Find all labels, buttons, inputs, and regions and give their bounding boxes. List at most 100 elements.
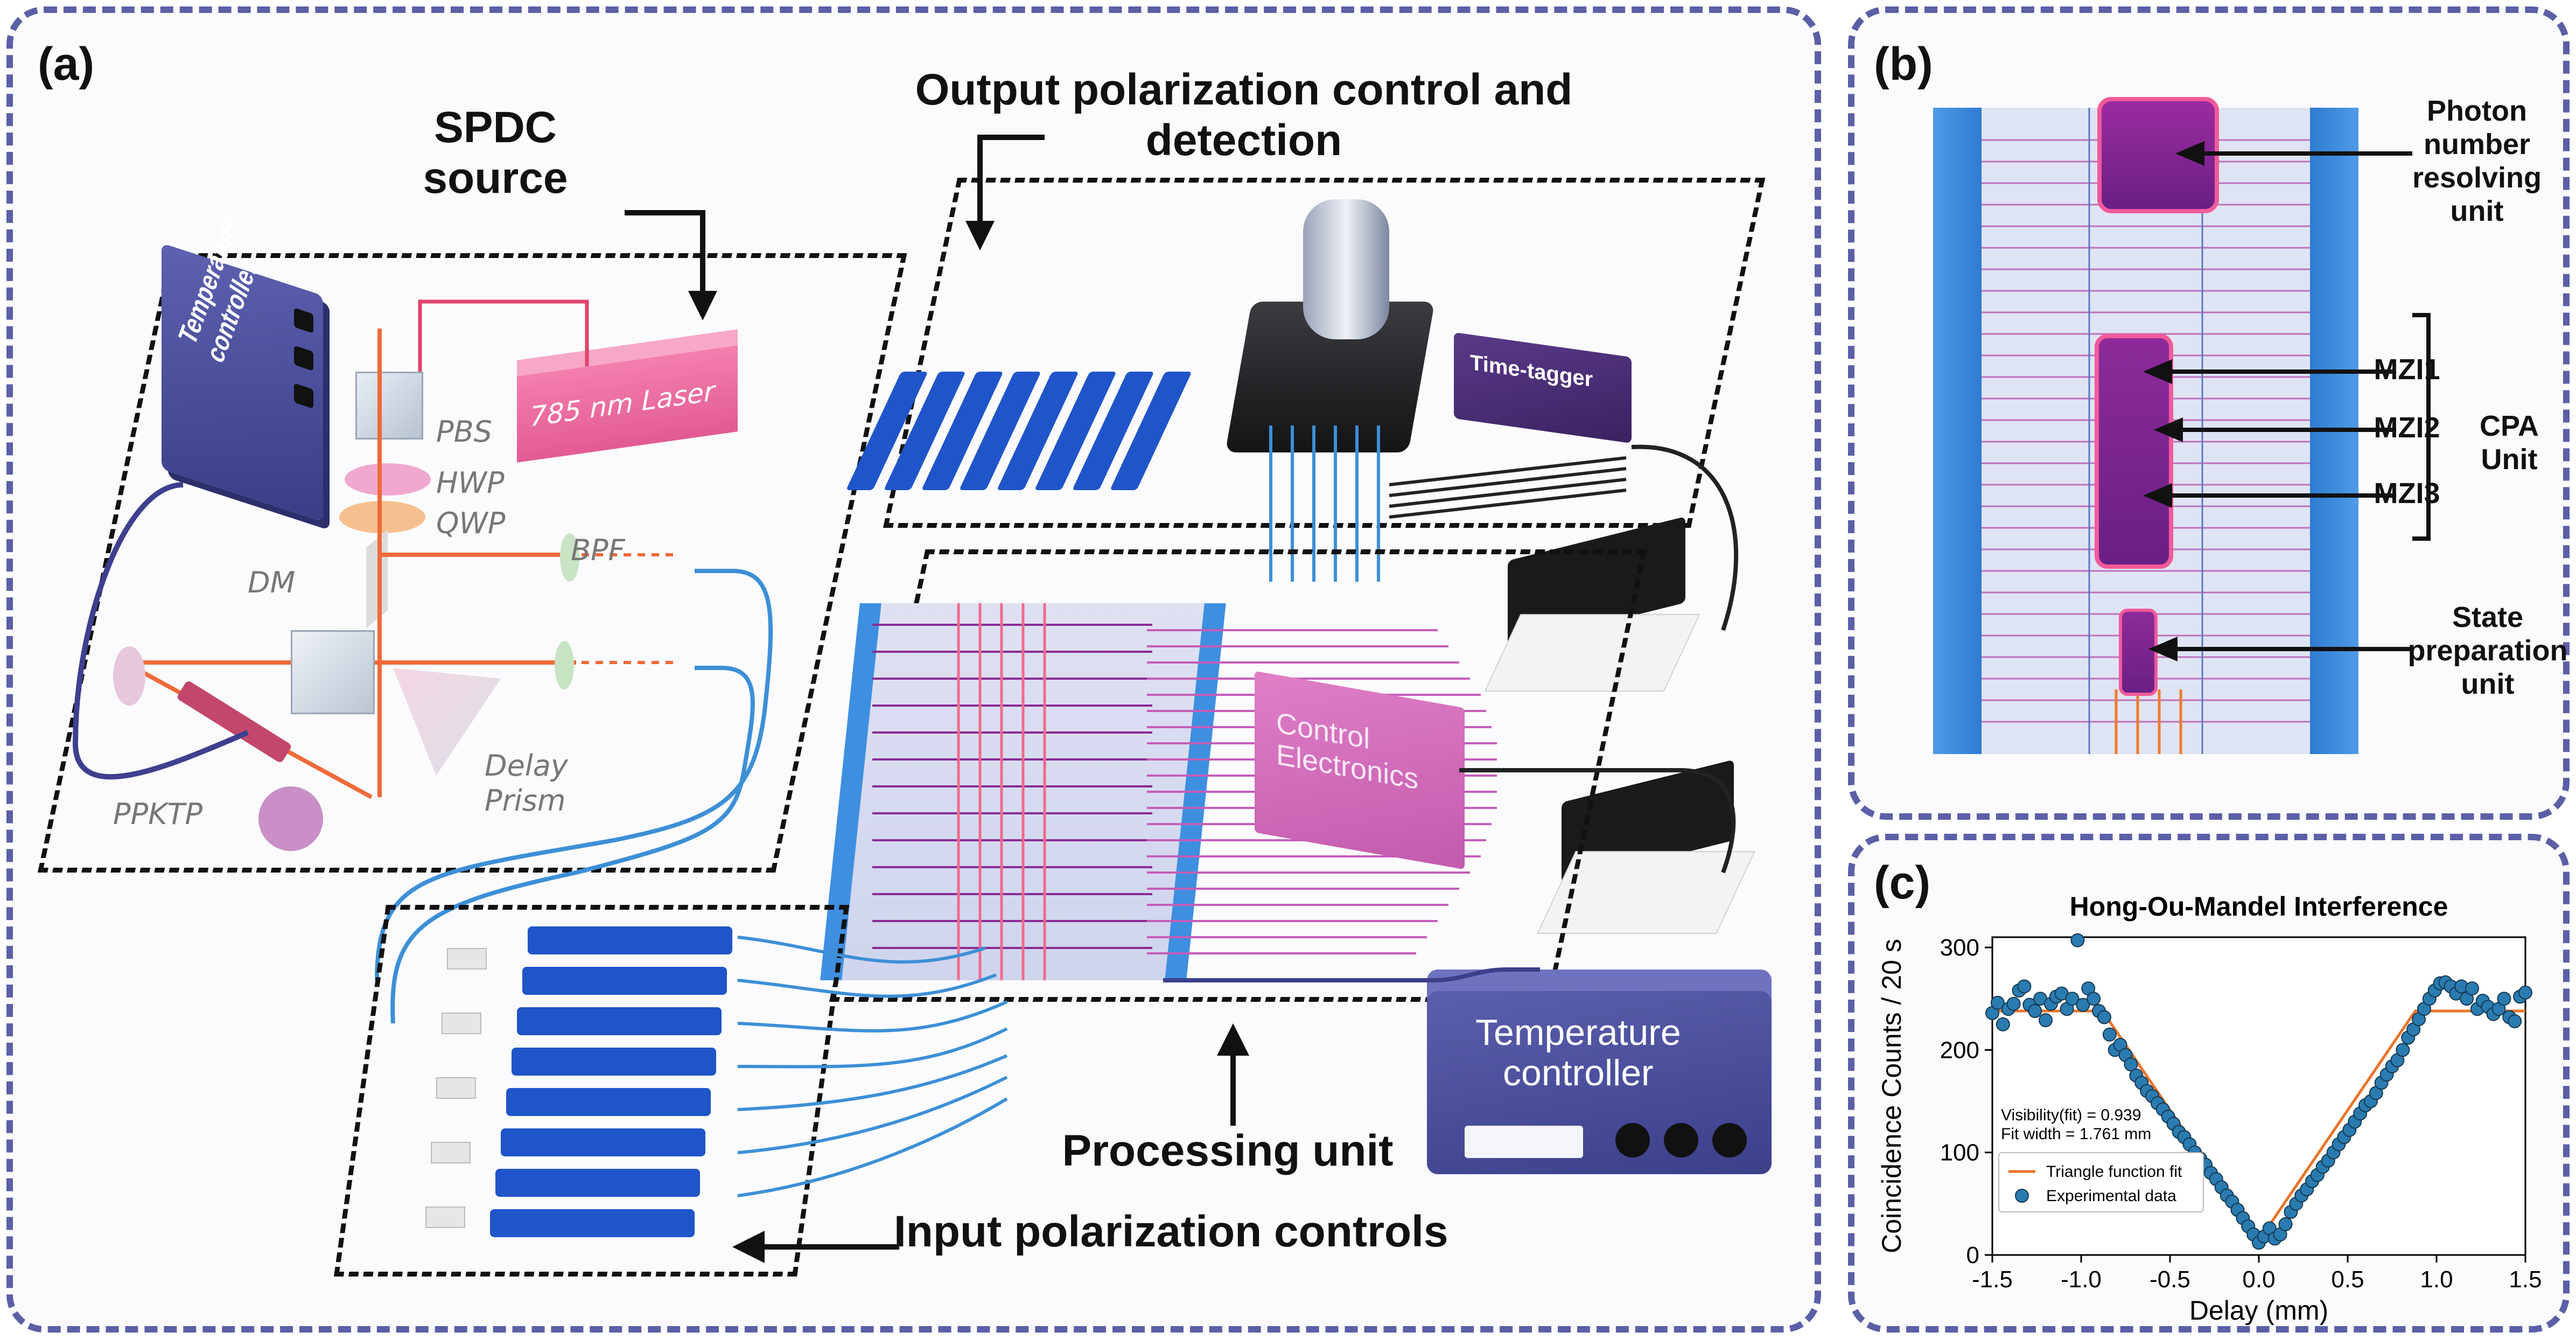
x-tick-label: 1.0 <box>2420 1266 2453 1293</box>
state-prep-unit-block <box>2119 609 2158 696</box>
paddle-row <box>528 926 732 954</box>
pump-fiber <box>72 482 249 780</box>
x-tick-label: -1.0 <box>2061 1266 2102 1293</box>
legend-fit-label: Triangle function fit <box>2046 1163 2182 1181</box>
fit-width-annotation: Fit width = 1.761 mm <box>2001 1125 2151 1143</box>
legend-data-label: Experimental data <box>2046 1187 2176 1205</box>
photon-number-label: Photon number resolving unit <box>2412 95 2542 228</box>
paddle-row <box>522 967 727 995</box>
mzi3-label: MZI3 <box>2374 477 2440 510</box>
data-point <box>2124 1057 2138 1071</box>
mzi1-label: MZI1 <box>2374 353 2440 386</box>
control-electronics-label: Control Electronics <box>1276 706 1419 796</box>
fiber-connector <box>425 1207 465 1228</box>
controller-knob <box>1664 1123 1698 1157</box>
input-to-chip-fibers <box>737 936 1008 1197</box>
data-point <box>2508 1014 2522 1029</box>
temperature-controller-large-label: Temperature controller <box>1475 1012 1681 1093</box>
processing-unit-title: Processing unit <box>1062 1126 1394 1175</box>
x-tick-label: -1.5 <box>1972 1266 2013 1293</box>
hwp-optic <box>345 463 431 496</box>
qwp-label: QWP <box>436 506 506 540</box>
cpa-unit-label: CPA Unit <box>2479 410 2539 476</box>
data-point <box>2039 1013 2053 1028</box>
controller-knob <box>1712 1123 1747 1157</box>
data-point <box>2065 992 2080 1006</box>
state-prep-label: State preparation unit <box>2407 601 2568 701</box>
data-point <box>2102 1027 2117 1042</box>
temperature-controller-large: Temperature controller <box>1427 991 1772 1174</box>
x-tick-label: 0.0 <box>2242 1266 2275 1293</box>
fiber-connector <box>442 1013 481 1034</box>
x-tick-label: 0.5 <box>2331 1266 2364 1293</box>
data-point <box>2465 981 2479 996</box>
bpf-filter-top <box>560 533 579 582</box>
paddle-row <box>501 1128 705 1156</box>
paddle-row <box>506 1088 711 1116</box>
data-point <box>2278 1217 2293 1231</box>
x-tick-label: -0.5 <box>2150 1266 2190 1293</box>
fiber-connector <box>436 1077 476 1099</box>
x-axis-label: Delay (mm) <box>2189 1295 2328 1325</box>
paddle-row <box>490 1209 695 1237</box>
chip-waveguides <box>872 603 1152 980</box>
pbs-cube <box>355 372 423 440</box>
legend-data-swatch <box>2015 1189 2029 1203</box>
detector-cylinder <box>1303 199 1389 339</box>
paddle-row <box>517 1007 722 1035</box>
pbs-label: PBS <box>436 415 492 449</box>
y-tick-label: 100 <box>1940 1140 1979 1166</box>
data-point <box>2497 992 2511 1006</box>
bpf-label: BPF <box>571 533 625 567</box>
input-polarization-title: Input polarization controls <box>894 1207 1448 1256</box>
chip-edge-left <box>1933 108 1982 754</box>
x-tick-label: 1.5 <box>2509 1266 2542 1293</box>
data-point <box>2396 1043 2410 1057</box>
paddle-row <box>512 1048 716 1076</box>
output-arrow <box>965 135 1045 250</box>
spdc-source-title: SPDC source <box>423 103 568 203</box>
heater-cable <box>1163 967 1540 982</box>
fiber-connector <box>431 1142 471 1163</box>
data-point <box>2070 933 2085 947</box>
delay-prism-label: Delay Prism <box>485 749 568 818</box>
qwp-optic <box>339 501 425 533</box>
detector-fibers <box>1269 426 1380 582</box>
output-detection-title: Output polarization control and detectio… <box>915 65 1573 165</box>
collection-mirror <box>258 786 323 851</box>
controller-knob <box>1615 1123 1650 1157</box>
data-point <box>1990 995 2005 1010</box>
data-point <box>2017 979 2032 994</box>
time-tagger-label: Time-tagger <box>1470 351 1593 392</box>
processing-arrow <box>1217 1023 1249 1126</box>
paddle-row <box>495 1169 700 1197</box>
panel-b-arrows <box>2143 141 2431 662</box>
spdc-arrow <box>625 210 717 320</box>
y-tick-label: 200 <box>1940 1037 1979 1063</box>
visibility-annotation: Visibility(fit) = 0.939 <box>2001 1106 2141 1124</box>
bpf-filter-bottom <box>555 641 574 689</box>
input-polarization-paddles <box>398 926 765 1260</box>
y-axis-label: Coincidence Counts / 20 s <box>1877 939 1907 1253</box>
chart-title: Hong-Ou-Mandel Interference <box>2070 891 2448 922</box>
photon-fibers <box>375 569 773 1024</box>
laser-fiber <box>418 299 589 372</box>
time-tagger-cables <box>1389 444 1739 631</box>
data-point <box>2518 985 2532 1000</box>
data-point <box>2087 992 2101 1006</box>
mzi2-label: MZI2 <box>2374 412 2440 444</box>
dm-label: DM <box>248 566 296 599</box>
data-point <box>2097 1010 2111 1024</box>
panel-c-label: (c) <box>1874 857 1931 909</box>
output-polarization-paddles <box>843 372 1202 496</box>
data-point <box>2028 1004 2042 1019</box>
data-point <box>2076 998 2090 1012</box>
fiber-connector <box>447 948 487 970</box>
ppktp-label: PPKTP <box>113 797 203 831</box>
hwp-label: HWP <box>436 466 505 500</box>
panel-b-label: (b) <box>1874 38 1933 90</box>
controller-display <box>1465 1126 1583 1158</box>
panel-a-label: (a) <box>38 38 95 90</box>
data-point <box>1996 1017 2010 1031</box>
